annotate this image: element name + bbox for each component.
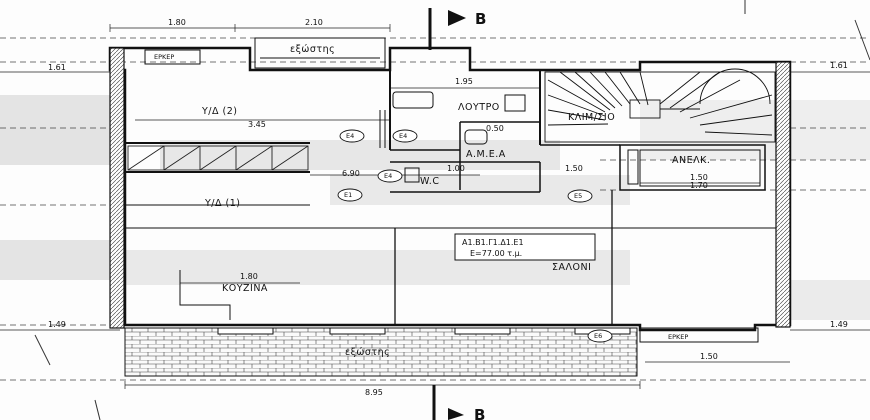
- dim-bottom-overall: 8.95: [365, 388, 383, 397]
- dim-bath: 1.95: [455, 77, 473, 86]
- staircase: [544, 68, 776, 143]
- room-balcony-bottom: εξώστης: [345, 347, 390, 358]
- labels: B B 1.80 2.10 1.61 1.61 1.49 1.49 8.95 1…: [48, 10, 848, 420]
- window-tag: Ε1: [344, 191, 352, 199]
- section-letter-top: B: [475, 10, 486, 28]
- dim-kitchen: 1.80: [240, 272, 258, 281]
- window-tags: [337, 129, 613, 343]
- window-tag: Ε4: [399, 132, 407, 140]
- window-tag: Ε5: [574, 192, 582, 200]
- dimension-lines: [0, 24, 870, 389]
- dim-bottom-left: 1.49: [48, 320, 66, 329]
- walls: [108, 46, 792, 332]
- dim-bottom-right: 1.49: [830, 320, 848, 329]
- section-marker-top: [428, 8, 466, 50]
- dim-top-left: 1.80: [168, 18, 186, 27]
- lift-box: [627, 149, 761, 187]
- dim-top-mid: 2.10: [305, 18, 323, 27]
- apartment-tag-box: [454, 233, 596, 261]
- window-tag: Ε6: [594, 332, 602, 340]
- apartment-area: Ε=77.00 τ.μ.: [470, 249, 522, 258]
- dim-amea: 0.50: [486, 124, 504, 133]
- section-marker-bottom: [432, 385, 464, 420]
- room-lift: ΑΝΕΛΚ.: [672, 155, 710, 166]
- dim-left-side: 1.61: [48, 63, 66, 72]
- dim-lift-a: 1.50: [690, 173, 708, 182]
- section-letter-bottom: B: [474, 406, 485, 420]
- wardrobe-row: [127, 145, 309, 171]
- dim-stair: 1.50: [565, 164, 583, 173]
- window-tag: Ε4: [384, 172, 392, 180]
- room-erker-bottom: ΕΡΚΕΡ: [668, 333, 688, 341]
- dim-bedroom2: 3.45: [248, 120, 266, 129]
- room-kitchen: ΚΟΥΖΙΝΑ: [222, 283, 268, 294]
- room-bedroom1: Υ/Δ (1): [204, 198, 240, 209]
- room-wc: W.C: [420, 176, 439, 187]
- dim-bottom-erker: 1.50: [700, 352, 718, 361]
- scan-smudges: [0, 95, 870, 320]
- dim-mid: 6.90: [342, 169, 360, 178]
- room-balcony-top: εξώστης: [290, 44, 335, 55]
- apartment-code: Α1.Β1.Γ1.Δ1.Ε1: [462, 238, 524, 247]
- room-stairs: ΚΛΙΜ/ΣΙΟ: [568, 112, 615, 123]
- dim-right-side: 1.61: [830, 61, 848, 70]
- window-tag: Ε4: [346, 132, 354, 140]
- room-erker-top: ΕΡΚΕΡ: [154, 53, 174, 61]
- dim-wc: 1.00: [447, 164, 465, 173]
- dim-lift-b: 1.70: [690, 181, 708, 190]
- room-living: ΣΑΛΟΝΙ: [552, 262, 591, 273]
- axis-ticks: [34, 0, 870, 420]
- room-amea: Α.Μ.Ε.Α: [466, 149, 506, 160]
- room-bath: ΛΟΥΤΡΟ: [458, 102, 500, 113]
- room-bedroom2: Υ/Δ (2): [201, 106, 237, 117]
- bathroom-fixtures: [379, 91, 526, 183]
- bottom-balcony: [124, 327, 759, 377]
- top-erker-and-balcony: [144, 37, 386, 69]
